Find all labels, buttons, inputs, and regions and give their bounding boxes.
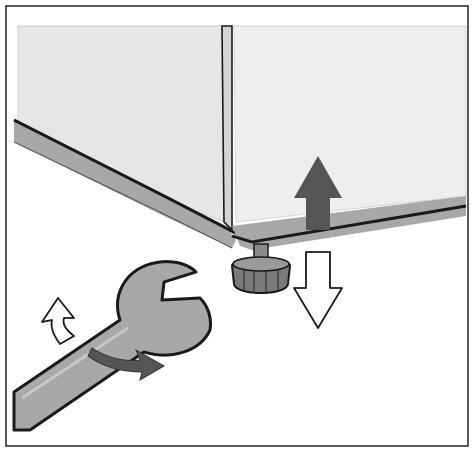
adjustable-foot-icon: [230, 243, 292, 294]
rotate-arrow-light: [41, 297, 75, 345]
right-base-edge: [231, 204, 467, 244]
appliance-body-icon: [13, 25, 467, 250]
left-base-strip: [14, 120, 236, 248]
right-panel: [233, 25, 467, 223]
wrench-icon: [12, 260, 212, 432]
rotate-arrow-icon: [41, 297, 165, 382]
corner-column: [221, 25, 233, 232]
up-arrow-icon: [294, 156, 342, 230]
rotate-arrow-dark: [87, 347, 165, 382]
foot-top: [232, 256, 290, 272]
left-base-bottom-edge: [13, 141, 233, 249]
down-arrow-shape: [293, 251, 343, 329]
wrench-highlight: [21, 326, 129, 400]
down-arrow-icon: [293, 251, 343, 329]
up-arrow-shape: [294, 156, 342, 230]
wrench-shape: [12, 260, 212, 432]
